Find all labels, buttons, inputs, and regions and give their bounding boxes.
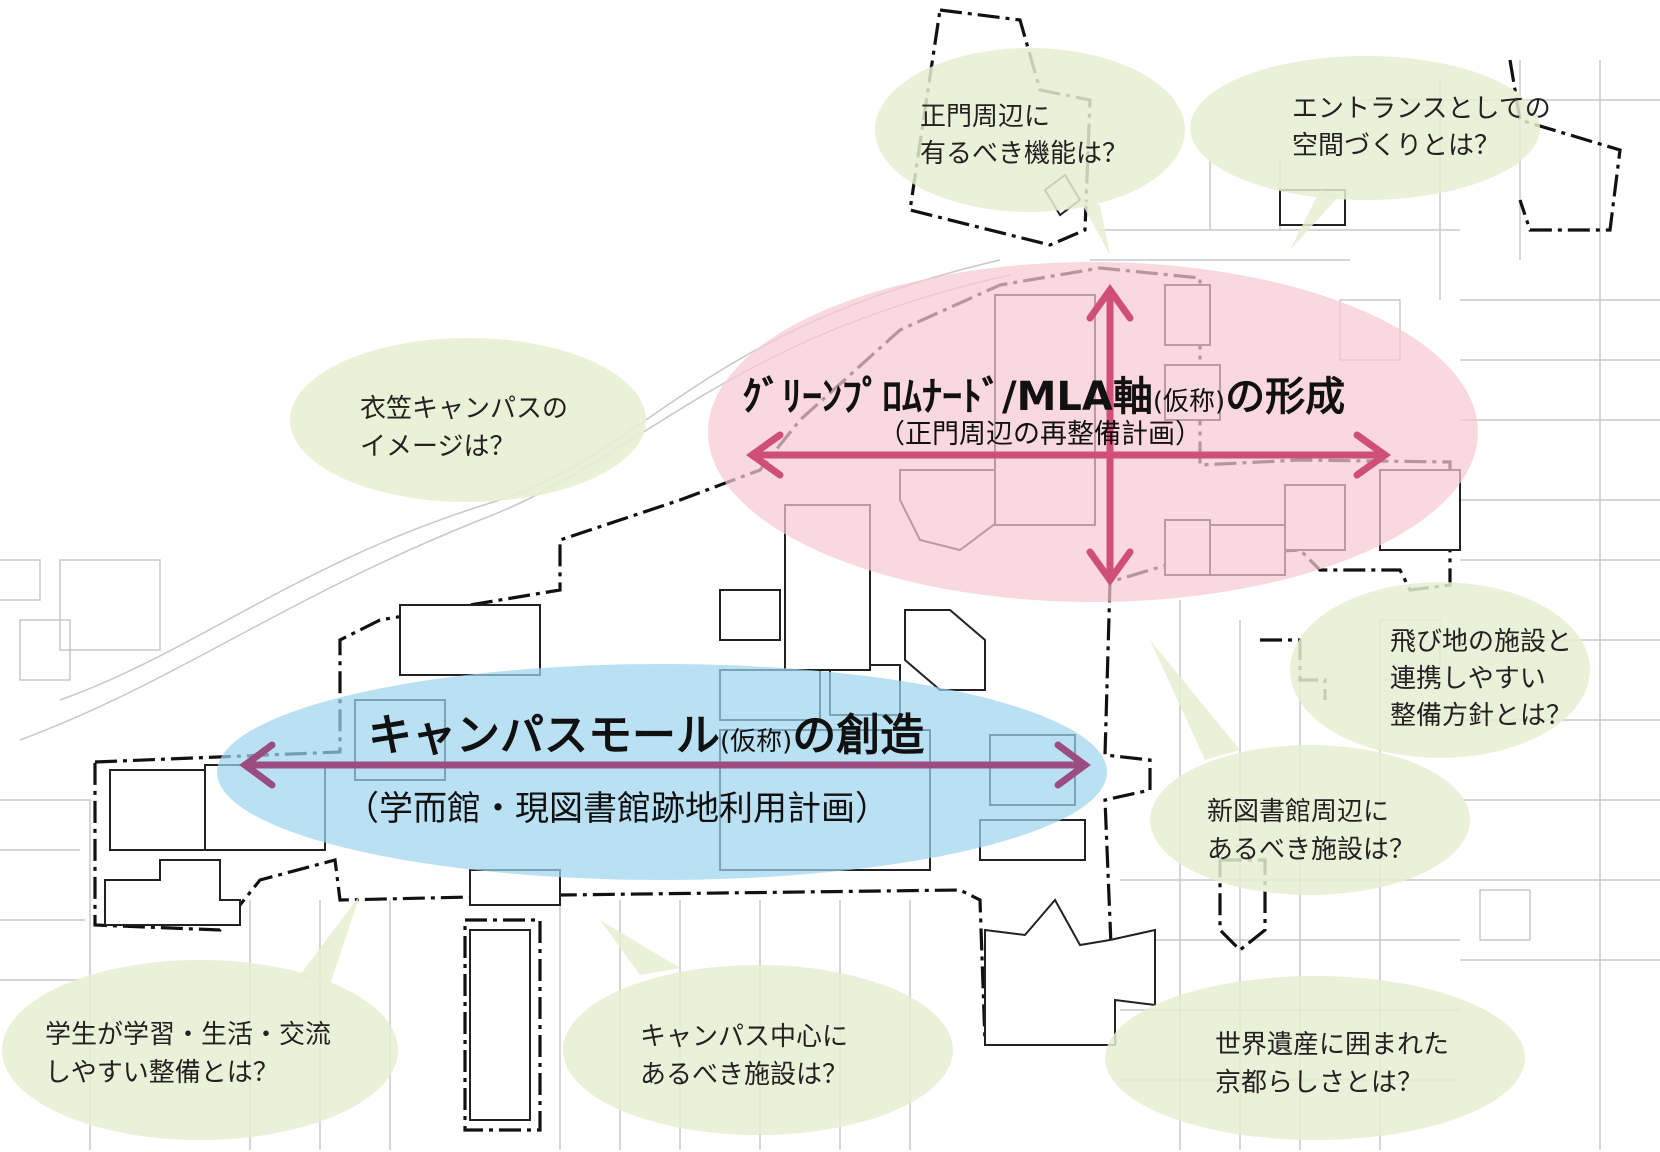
bubble-new-library bbox=[1150, 745, 1470, 895]
campus-mall-title-main: キャンパスモール bbox=[368, 710, 720, 761]
bubble-campus-center bbox=[563, 965, 953, 1135]
question-new-library-line2: あるべき施設は？ bbox=[1207, 835, 1415, 865]
green-promenade-title-main: ｸﾞﾘｰﾝﾌﾟﾛﾑﾅｰﾄﾞ/MLA軸 bbox=[742, 374, 1153, 420]
green-promenade-zone bbox=[708, 262, 1478, 602]
bubble-tail-main-gate bbox=[1080, 200, 1110, 255]
green-axis-arrows bbox=[745, 283, 1392, 587]
bubble-main-gate bbox=[875, 48, 1185, 212]
question-heritage-line2: 京都らしさとは？ bbox=[1215, 1068, 1423, 1098]
bubble-tail-campus-center bbox=[600, 920, 680, 975]
question-campus-center-line1: キャンパス中心に bbox=[640, 1022, 848, 1052]
campus-mall-title-note: (仮称) bbox=[720, 727, 792, 757]
campus-mall-title-suffix: の創造 bbox=[792, 710, 924, 761]
question-student-life-line1: 学生が学習・生活・交流 bbox=[45, 1020, 331, 1050]
question-main-gate-line2: 有るべき機能は？ bbox=[920, 139, 1128, 169]
question-enclave-line3: 整備方針とは？ bbox=[1390, 701, 1572, 731]
campus-mall-subtitle: （学而館・現図書館跡地利用計画） bbox=[345, 789, 889, 829]
bubble-heritage bbox=[1105, 976, 1525, 1140]
campus-mall-zone bbox=[217, 664, 1107, 880]
question-enclave-line2: 連携しやすい bbox=[1390, 664, 1546, 694]
question-bubbles bbox=[2, 48, 1590, 1140]
question-heritage-line1: 世界遺産に囲まれた bbox=[1215, 1030, 1449, 1060]
bubble-campus-image bbox=[290, 338, 646, 502]
bubble-tail-student-life bbox=[300, 895, 360, 985]
question-enclave-line1: 飛び地の施設と bbox=[1390, 627, 1572, 657]
bubble-entrance bbox=[1190, 56, 1540, 200]
green-promenade-title-suffix: の形成 bbox=[1225, 374, 1345, 420]
mall-axis-arrow bbox=[239, 741, 1091, 789]
question-entrance-line2: 空間づくりとは？ bbox=[1292, 131, 1500, 161]
question-entrance-line1: エントランスとしての bbox=[1292, 94, 1551, 124]
campus-mall-title: キャンパスモール(仮称)の創造 bbox=[368, 710, 924, 761]
bubble-enclave bbox=[1290, 582, 1590, 758]
bubble-student-life bbox=[2, 960, 398, 1140]
green-promenade-subtitle: （正門周辺の再整備計画） bbox=[878, 419, 1202, 450]
question-campus-image-line1: 衣笠キャンパスの bbox=[360, 394, 568, 424]
question-campus-image-line2: イメージは？ bbox=[360, 432, 515, 462]
bubble-tail-entrance bbox=[1290, 190, 1340, 250]
green-promenade-title-note: (仮称) bbox=[1153, 387, 1225, 417]
question-new-library-line1: 新図書館周辺に bbox=[1207, 797, 1389, 827]
green-promenade-title: ｸﾞﾘｰﾝﾌﾟﾛﾑﾅｰﾄﾞ/MLA軸(仮称)の形成 bbox=[742, 374, 1345, 420]
bubble-tail-new-library bbox=[1150, 640, 1240, 760]
question-student-life-line2: しやすい整備とは？ bbox=[45, 1058, 279, 1088]
question-main-gate-line1: 正門周辺に bbox=[920, 102, 1050, 132]
question-campus-center-line2: あるべき施設は？ bbox=[640, 1060, 848, 1090]
